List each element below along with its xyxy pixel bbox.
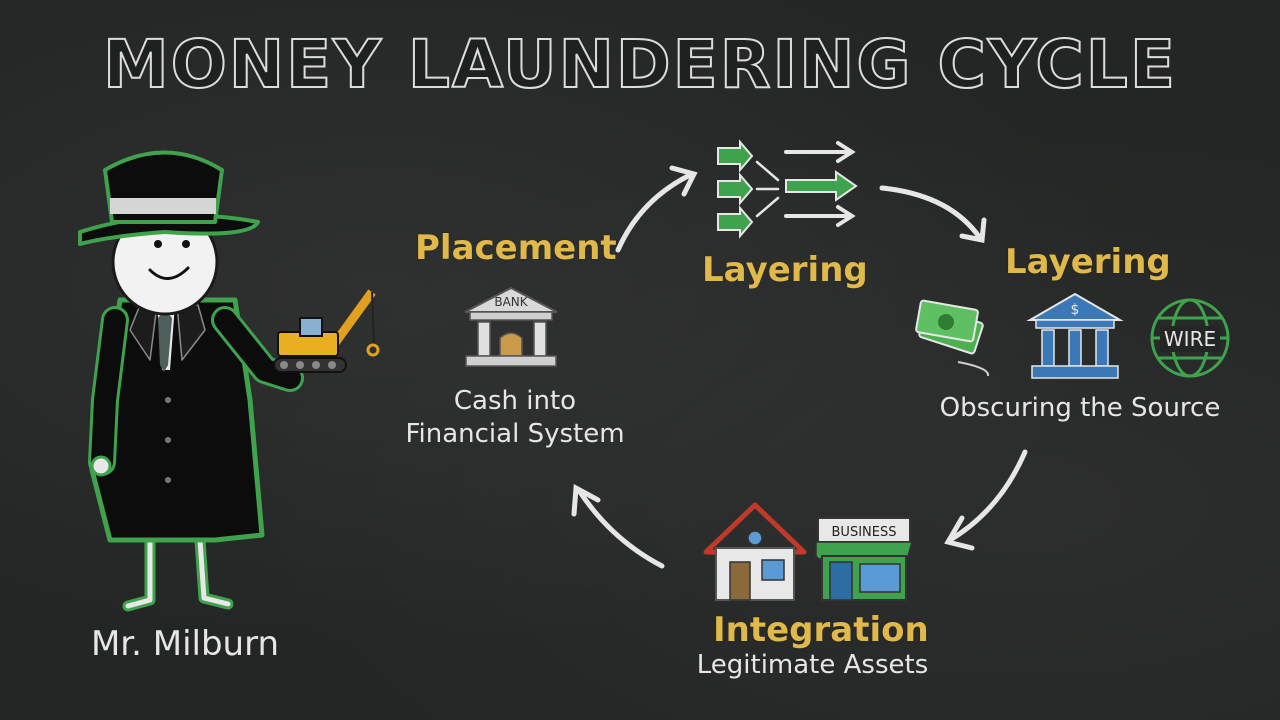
arrow-layering-to-integration bbox=[944, 449, 1028, 551]
character-figure bbox=[78, 150, 304, 612]
cash-bills-icon bbox=[915, 299, 990, 377]
stage-integration-title: Integration bbox=[713, 610, 929, 650]
bank-icon bbox=[464, 286, 558, 367]
stage-layering-top-title: Layering bbox=[702, 250, 868, 290]
business-sign: BUSINESS bbox=[832, 525, 897, 540]
page-title: MONEY LAUNDERING CYCLE bbox=[102, 25, 1177, 104]
stage-placement-caption-line2: Financial System bbox=[405, 419, 625, 449]
arrow-placement-to-layering bbox=[615, 165, 698, 253]
stage-layering-right-title: Layering bbox=[1005, 242, 1171, 282]
stage-layering-right-caption: Obscuring the Source bbox=[939, 393, 1221, 423]
business-storefront-icon bbox=[815, 517, 913, 601]
wire-label-bg bbox=[1160, 326, 1220, 352]
stage-integration-caption: Legitimate Assets bbox=[696, 650, 929, 680]
stage-placement-caption-line1: Cash into bbox=[453, 386, 577, 416]
arrow-layering-to-layering bbox=[879, 185, 987, 243]
stage-placement-title: Placement bbox=[415, 228, 617, 268]
character-name: Mr. Milburn bbox=[90, 624, 280, 664]
svg-text:$: $ bbox=[1071, 302, 1080, 318]
layering-arrows-icon bbox=[717, 139, 858, 239]
bank-dollar-icon: $ bbox=[1026, 292, 1124, 379]
house-icon bbox=[703, 502, 807, 601]
bank-sign: BANK bbox=[494, 295, 528, 309]
crane-toy-icon bbox=[273, 289, 380, 373]
wire-label: WIRE bbox=[1164, 327, 1216, 351]
arrow-integration-to-placement bbox=[571, 483, 665, 569]
